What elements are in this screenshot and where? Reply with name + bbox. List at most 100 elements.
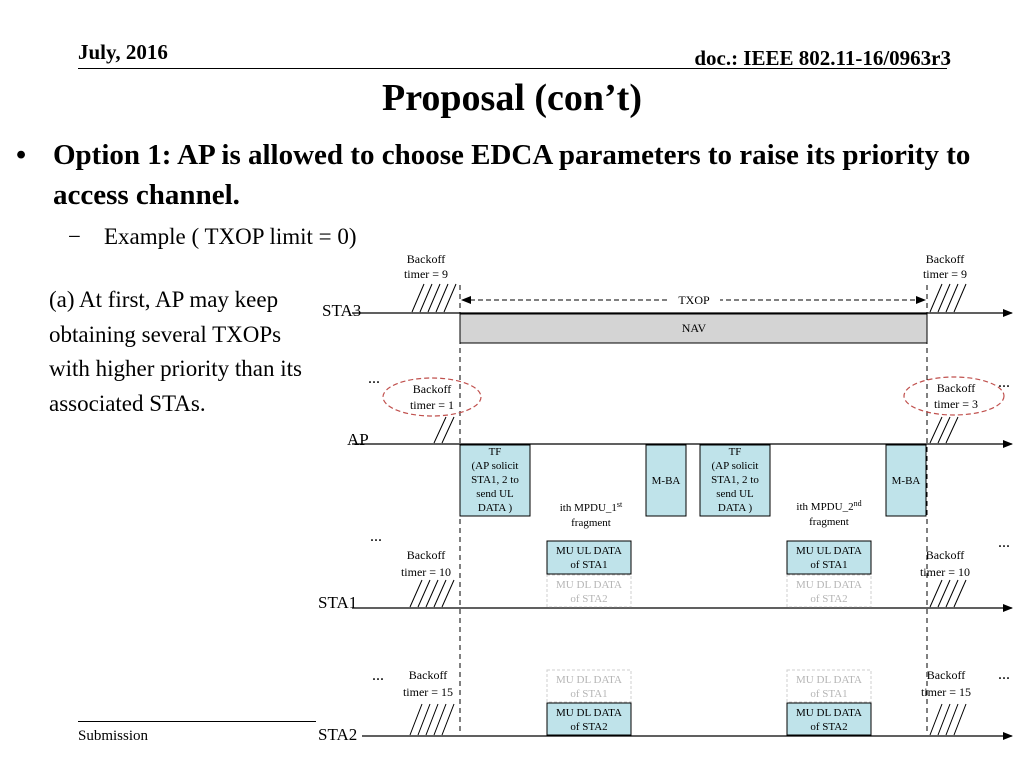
mu-ul-sta1-left-line1: MU UL DATA bbox=[556, 545, 622, 557]
sta3-backoff-hatch-right bbox=[929, 283, 967, 313]
fragment-left-line2: fragment bbox=[571, 517, 611, 529]
mu-dl-sta2-ghost-frame-right bbox=[786, 574, 872, 608]
ap-backoff-hatch-left bbox=[433, 416, 455, 444]
sta2-backoff-right-line2: timer = 15 bbox=[921, 685, 971, 699]
sta3-backoff-left-line1: Backoff bbox=[407, 252, 445, 266]
fragment-left-sup: st bbox=[617, 500, 623, 509]
sub-bullet-marker: − bbox=[68, 224, 81, 249]
ellipsis-above-ap: ... bbox=[368, 370, 380, 387]
tf-right-line3: STA1, 2 to bbox=[711, 474, 759, 486]
mu-dl-sta1-ghost-frame-left bbox=[546, 669, 632, 703]
mu-dl-sta1-ghost-left-line1: MU DL DATA bbox=[556, 674, 622, 686]
sta1-backoff-left-line2: timer = 10 bbox=[401, 565, 451, 579]
sta2-backoff-left-line1: Backoff bbox=[409, 668, 447, 682]
sta3-backoff-left-line2: timer = 9 bbox=[404, 267, 448, 281]
ap-backoff-left-line2: timer = 1 bbox=[410, 398, 454, 412]
footer-divider bbox=[78, 721, 316, 722]
sta3-backoff-hatch-left bbox=[411, 283, 457, 313]
header-doc-id: doc.: IEEE 802.11-16/0963r3 bbox=[694, 46, 951, 70]
ap-backoff-highlight-right bbox=[903, 376, 1005, 416]
mu-dl-sta2-right-line2: of STA2 bbox=[810, 721, 847, 733]
mu-dl-sta1-ghost-frame-right bbox=[786, 669, 872, 703]
txop-label: TXOP bbox=[678, 293, 710, 307]
mba-frame-left bbox=[645, 444, 687, 517]
ap-backoff-highlight-left bbox=[382, 377, 482, 417]
tf-right-line5: DATA ) bbox=[718, 502, 753, 514]
ap-backoff-right-line2: timer = 3 bbox=[934, 397, 978, 411]
sta2-backoff-left-line2: timer = 15 bbox=[403, 685, 453, 699]
mu-ul-sta1-left-line2: of STA1 bbox=[570, 559, 607, 571]
sta2-backoff-hatch-right bbox=[929, 703, 967, 736]
fragment-left-line1: ith MPDU_1st bbox=[560, 500, 623, 514]
ellipsis-right-sta1: ... bbox=[998, 534, 1010, 551]
tf-frame-right bbox=[699, 444, 771, 517]
mu-ul-sta1-frame-left bbox=[546, 540, 632, 575]
fragment-right-line1: ith MPDU_2nd bbox=[796, 499, 861, 513]
nav-block bbox=[459, 313, 928, 344]
header-date: July, 2016 bbox=[78, 40, 168, 64]
tf-left-line5: DATA ) bbox=[478, 502, 513, 514]
sta3-backoff-right-line2: timer = 9 bbox=[923, 267, 967, 281]
tf-left-line1: TF bbox=[489, 446, 502, 458]
mu-dl-sta2-ghost-left-line2: of STA2 bbox=[570, 593, 607, 605]
bullet-marker: • bbox=[16, 139, 27, 171]
row-label-sta3: STA3 bbox=[322, 301, 361, 320]
sta1-backoff-hatch-left bbox=[409, 579, 455, 608]
tf-frame-left bbox=[459, 444, 531, 517]
mu-ul-sta1-frame-right bbox=[786, 540, 872, 575]
ap-backoff-right-line1: Backoff bbox=[937, 381, 975, 395]
ap-backoff-left-line1: Backoff bbox=[413, 382, 451, 396]
row-label-sta1: STA1 bbox=[318, 593, 357, 612]
slide-title: Proposal (con’t) bbox=[382, 77, 642, 119]
sta1-backoff-right-line2: timer = 10 bbox=[920, 565, 970, 579]
footer-submission: Submission bbox=[78, 728, 149, 744]
mu-dl-sta2-frame-right bbox=[786, 702, 872, 736]
fragment-right-line2: fragment bbox=[809, 516, 849, 528]
ellipsis-above-sta1: ... bbox=[370, 528, 382, 545]
ellipsis-above-sta2: ... bbox=[372, 667, 384, 684]
header-divider bbox=[78, 68, 947, 69]
txop-label-bg bbox=[668, 292, 720, 306]
mba-frame-right bbox=[885, 444, 927, 517]
sta2-backoff-right-line1: Backoff bbox=[927, 668, 965, 682]
mu-dl-sta2-right-line1: MU DL DATA bbox=[796, 707, 862, 719]
fragment-left-main: ith MPDU_1 bbox=[560, 502, 617, 514]
tf-right-line4: send UL bbox=[716, 488, 754, 500]
sta2-backoff-hatch-left bbox=[409, 703, 455, 736]
tf-right-line1: TF bbox=[729, 446, 742, 458]
ellipsis-right-ap: ... bbox=[998, 374, 1010, 391]
mu-dl-sta2-left-line2: of STA2 bbox=[570, 721, 607, 733]
tf-left-line3: STA1, 2 to bbox=[471, 474, 519, 486]
sta1-backoff-hatch-right bbox=[929, 579, 967, 608]
fragment-right-main: ith MPDU_2 bbox=[796, 501, 853, 513]
row-label-ap: AP bbox=[347, 430, 369, 449]
mu-dl-sta2-left-line1: MU DL DATA bbox=[556, 707, 622, 719]
row-label-sta2: STA2 bbox=[318, 725, 357, 744]
mu-dl-sta2-ghost-right-line2: of STA2 bbox=[810, 593, 847, 605]
sta3-backoff-right-line1: Backoff bbox=[926, 252, 964, 266]
mba-left-label: M-BA bbox=[652, 475, 681, 487]
tf-left-line4: send UL bbox=[476, 488, 514, 500]
mba-right-label: M-BA bbox=[892, 475, 921, 487]
sta1-backoff-right-line1: Backoff bbox=[926, 548, 964, 562]
mu-dl-sta1-ghost-left-line2: of STA1 bbox=[570, 688, 607, 700]
sta1-backoff-left-line1: Backoff bbox=[407, 548, 445, 562]
mu-dl-sta2-frame-left bbox=[546, 702, 632, 736]
mu-dl-sta2-ghost-frame-left bbox=[546, 574, 632, 608]
side-note: (a) At first, AP may keep obtaining seve… bbox=[49, 287, 302, 416]
tf-left-line2: (AP solicit bbox=[472, 460, 519, 472]
sub-bullet-text: Example ( TXOP limit = 0) bbox=[104, 224, 357, 249]
fragment-right-sup: nd bbox=[854, 499, 862, 508]
ellipsis-right-sta2: ... bbox=[998, 666, 1010, 683]
mu-dl-sta2-ghost-right-line1: MU DL DATA bbox=[796, 579, 862, 591]
mu-dl-sta2-ghost-left-line1: MU DL DATA bbox=[556, 579, 622, 591]
tf-right-line2: (AP solicit bbox=[712, 460, 759, 472]
bullet-text: Option 1: AP is allowed to choose EDCA p… bbox=[53, 139, 971, 211]
ap-backoff-hatch-right bbox=[929, 416, 959, 444]
mu-ul-sta1-right-line1: MU UL DATA bbox=[796, 545, 862, 557]
mu-ul-sta1-right-line2: of STA1 bbox=[810, 559, 847, 571]
nav-label: NAV bbox=[682, 321, 707, 335]
mu-dl-sta1-ghost-right-line1: MU DL DATA bbox=[796, 674, 862, 686]
mu-dl-sta1-ghost-right-line2: of STA1 bbox=[810, 688, 847, 700]
